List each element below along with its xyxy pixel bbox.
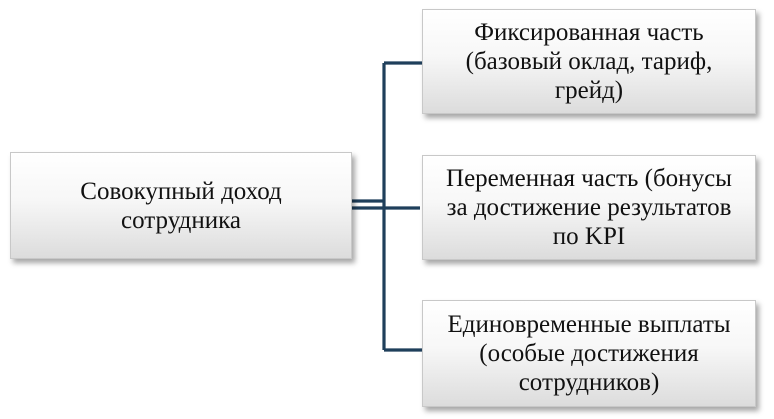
root-node-label: Совокупный доход сотрудника	[80, 177, 282, 234]
node-one-time-payments-label: Единовременные выплаты (особые достижени…	[447, 311, 731, 396]
root-node-total-income: Совокупный доход сотрудника	[10, 152, 352, 259]
node-one-time-payments: Единовременные выплаты (особые достижени…	[422, 300, 756, 407]
node-variable-part: Переменная часть (бонусы за достижение р…	[422, 155, 756, 260]
node-variable-part-label: Переменная часть (бонусы за достижение р…	[446, 165, 732, 250]
node-fixed-part-label: Фиксированная часть (базовый оклад, тари…	[465, 19, 713, 104]
node-fixed-part: Фиксированная часть (базовый оклад, тари…	[422, 9, 756, 114]
